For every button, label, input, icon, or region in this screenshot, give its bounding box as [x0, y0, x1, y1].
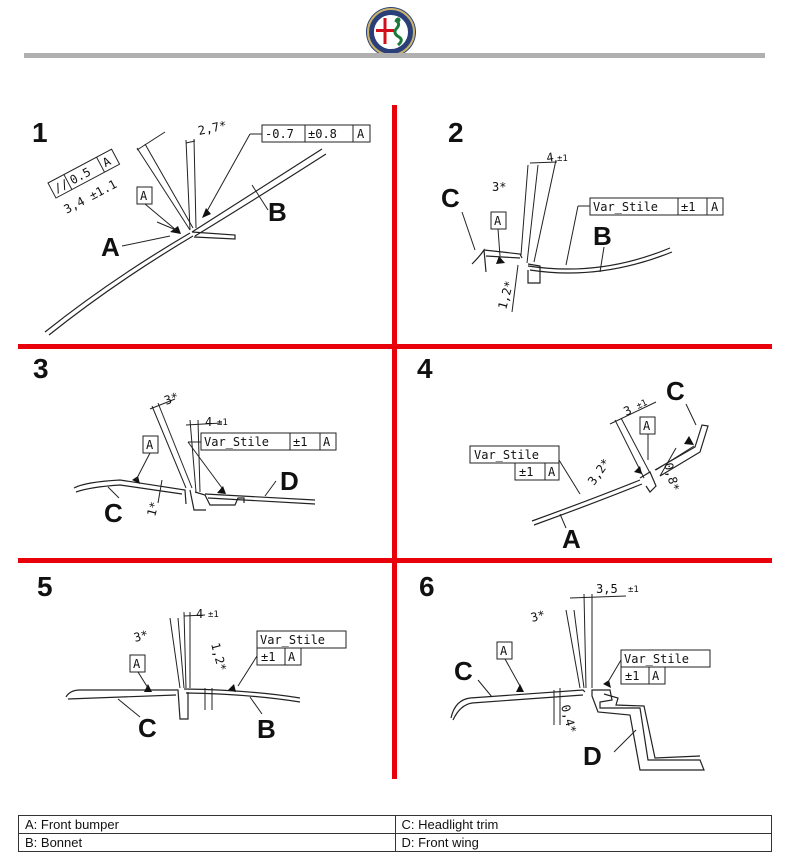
fcf-ref: A	[548, 465, 556, 479]
panel-number: 6	[419, 571, 435, 602]
flush-dimension: 0,4*	[558, 703, 579, 735]
gap-dimension: 3*	[132, 628, 150, 645]
gap-dimension: 3,2*	[585, 456, 613, 488]
parallel-symbol: //	[52, 177, 71, 196]
part-label-a: A	[562, 524, 581, 554]
fcf-tol: ±0.8	[308, 127, 337, 141]
width-dimension-tol: ±1	[628, 585, 639, 595]
width-dimension: 4	[205, 415, 212, 429]
width-dimension: 4	[196, 607, 203, 621]
panel-number: 2	[448, 117, 464, 148]
fcf-value: Var_Stile	[260, 633, 325, 647]
legend-item-d: D: Front wing	[394, 833, 772, 852]
width-dimension-tol: ±1	[635, 398, 649, 412]
part-label-d: D	[280, 466, 299, 496]
divider-horizontal-1	[18, 344, 772, 349]
panel-number: 4	[417, 353, 433, 384]
header-rule	[24, 53, 765, 58]
fcf-value: -0.7	[265, 127, 294, 141]
part-label-d: D	[583, 741, 602, 771]
panel-3: 3 A 3* 4 ±1 1* Var_Stile ±1 A	[33, 353, 337, 528]
part-label-c: C	[454, 656, 473, 686]
part-label-a: A	[101, 232, 120, 262]
flush-dimension: 1*	[144, 500, 161, 518]
fcf-tol: ±1	[261, 650, 275, 664]
fcf-value: Var_Stile	[204, 435, 269, 449]
fcf-value: Var_Stile	[624, 652, 689, 666]
panel-number: 1	[32, 117, 48, 148]
datum-letter: A	[146, 438, 154, 452]
fcf-tol: ±1	[681, 200, 695, 214]
brand-logo-icon	[366, 7, 416, 57]
fcf-ref: A	[357, 127, 365, 141]
width-dimension: 3	[621, 403, 633, 419]
gap-dimension: 3*	[162, 390, 180, 408]
gap-dimension: 3*	[529, 608, 547, 625]
fcf-tol: ±1	[625, 669, 639, 683]
part-label-c: C	[104, 498, 123, 528]
gap-dimension: 3*	[492, 180, 506, 194]
legend-item-a: A: Front bumper	[18, 815, 396, 834]
panel-6: 6 A 3,5 ±1 3* 0,4* Var_Stile ±1 A C	[419, 571, 711, 771]
divider-horizontal-2	[18, 558, 772, 563]
fcf-ref: A	[711, 200, 719, 214]
datum-letter: A	[140, 189, 148, 203]
part-label-c: C	[666, 376, 685, 406]
width-dimension: 4	[545, 150, 554, 165]
width-dimension-tol: ±1	[208, 610, 219, 620]
datum-letter: A	[500, 644, 508, 658]
part-label-b: B	[593, 221, 612, 251]
panel-5: 5 A 4 ±1 3* 1,2* Var_Stile ±1 A C B	[37, 571, 347, 744]
panel-number: 5	[37, 571, 53, 602]
part-label-b: B	[268, 197, 287, 227]
datum-letter: A	[494, 214, 502, 228]
panel-1: 1 A // 0.5 A 3,4 ±1.1 2,7*	[32, 117, 371, 336]
part-label-b: B	[257, 714, 276, 744]
panel-4: 4 A 3 ±1 3,2* 0,8* Var_Stile ±1 A A C	[417, 353, 709, 554]
legend-item-b: B: Bonnet	[18, 833, 396, 852]
fcf-ref: A	[323, 435, 331, 449]
datum-box	[136, 186, 153, 205]
legend-table: A: Front bumper C: Headlight trim B: Bon…	[18, 815, 772, 852]
panel-2: 2 A 4 ±1 3* 1,2* Var_Stile ±1 A C B	[441, 117, 724, 313]
fcf-tol: ±1	[293, 435, 307, 449]
legend-item-c: C: Headlight trim	[394, 815, 772, 834]
fcf-tol: ±1	[519, 465, 533, 479]
fcf-value: Var_Stile	[593, 200, 658, 214]
fcf-value: Var_Stile	[474, 448, 539, 462]
datum-letter: A	[643, 419, 651, 433]
divider-vertical	[392, 105, 397, 779]
fcf-ref: A	[288, 650, 296, 664]
flush-dimension: 1,2*	[208, 641, 229, 673]
flush-dimension: 2,7*	[197, 118, 228, 138]
flush-dimension: 0,8*	[661, 461, 682, 493]
part-label-c: C	[138, 713, 157, 743]
part-label-c: C	[441, 183, 460, 213]
width-dimension-tol: ±1	[557, 154, 568, 164]
width-dimension-tol: ±1	[217, 418, 228, 428]
panel-number: 3	[33, 353, 49, 384]
datum-letter: A	[133, 657, 141, 671]
width-dimension: 3,5	[596, 582, 618, 596]
fcf-ref: A	[652, 669, 660, 683]
